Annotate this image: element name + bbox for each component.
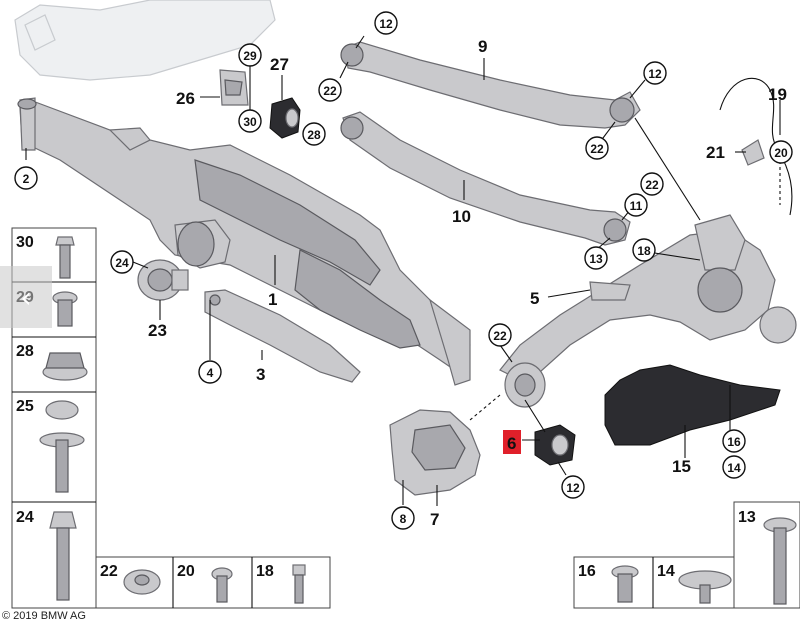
callout-2: 2 (23, 172, 30, 186)
table-label-22: 22 (100, 563, 118, 580)
copyright-notice: © 2019 BMW AG (2, 610, 86, 622)
subframe-bushing (137, 259, 189, 301)
clip-16-icon (611, 565, 639, 603)
previous-image-button[interactable]: ‹ (0, 266, 52, 328)
ghost-body-bracket (14, 0, 276, 81)
table-label-30: 30 (16, 234, 34, 251)
callout-15: 15 (672, 457, 691, 476)
table-label-14: 14 (657, 563, 675, 580)
table-label-13: 13 (738, 509, 756, 526)
lower-control-arm (340, 111, 631, 246)
table-label-18: 18 (256, 563, 274, 580)
nut-28-icon (42, 352, 88, 381)
heat-shield-15 (604, 364, 781, 446)
bolt-24-icon (49, 511, 77, 601)
wheel-speed-sensor (719, 77, 793, 216)
wheel-carrier-wishbone (499, 214, 797, 381)
callout-13: 13 (589, 252, 603, 266)
callout-3: 3 (256, 365, 265, 384)
callout-22-upper-right: 22 (590, 142, 604, 156)
rear-subframe (17, 97, 471, 386)
callout-23: 23 (148, 321, 167, 340)
callout-6: 6 (507, 434, 516, 453)
callout-4: 4 (207, 366, 214, 380)
fastener-table-right: 16 14 13 (573, 501, 800, 609)
callout-18: 18 (637, 244, 651, 258)
callout-12-right: 12 (648, 67, 662, 81)
callout-29-diagram: 29 (243, 49, 257, 63)
callout-11: 11 (630, 199, 643, 213)
callout-8: 8 (400, 512, 407, 526)
circled-callouts: 2 4 8 11 12 12 12 13 14 16 18 20 22 22 2… (14, 11, 793, 530)
nut-22-icon (123, 569, 161, 595)
callout-20: 20 (774, 146, 788, 160)
callout-12-top: 12 (379, 17, 393, 31)
table-label-28: 28 (16, 343, 34, 360)
nut-14-icon (678, 570, 732, 604)
callout-5: 5 (530, 289, 539, 308)
table-label-16: 16 (578, 563, 596, 580)
callout-12-bottom: 12 (566, 481, 580, 495)
rubber-mount-28 (269, 97, 301, 139)
callout-22-upper-left: 22 (323, 84, 337, 98)
callout-1: 1 (268, 290, 277, 309)
bolt-25-icon (39, 400, 85, 493)
callout-10: 10 (452, 207, 471, 226)
subframe-brace (204, 289, 361, 383)
fastener-table-bottom: 22 20 18 (95, 556, 331, 609)
upper-control-arm (340, 41, 641, 129)
callout-19: 19 (768, 85, 787, 104)
bolt-30-icon (55, 236, 75, 279)
callout-14: 14 (727, 461, 741, 475)
table-label-24: 24 (16, 509, 34, 526)
bolt-20-icon (211, 567, 233, 603)
bolt-18-icon (292, 564, 306, 604)
table-label-20: 20 (177, 563, 195, 580)
chevron-left-icon: ‹ (20, 280, 32, 314)
callout-27: 27 (270, 55, 289, 74)
callout-22-wishbone: 22 (493, 329, 507, 343)
callout-26: 26 (176, 89, 195, 108)
bracket-26 (219, 69, 249, 106)
mount-bracket-7 (389, 409, 481, 496)
callout-6-highlight (503, 430, 521, 454)
table-label-25: 25 (16, 398, 34, 415)
callout-9: 9 (478, 37, 487, 56)
callout-21: 21 (706, 143, 725, 162)
bolt-13-icon (763, 517, 797, 605)
wishbone-bushing (504, 362, 546, 408)
callout-24-diagram: 24 (115, 256, 129, 270)
rubber-mount-6 (534, 424, 576, 466)
callout-16: 16 (727, 435, 741, 449)
callout-7: 7 (430, 510, 439, 529)
callout-28-diagram: 28 (307, 128, 321, 142)
nut-29-icon (52, 291, 78, 327)
callout-22-right: 22 (645, 178, 659, 192)
callout-30-diagram: 30 (243, 115, 257, 129)
